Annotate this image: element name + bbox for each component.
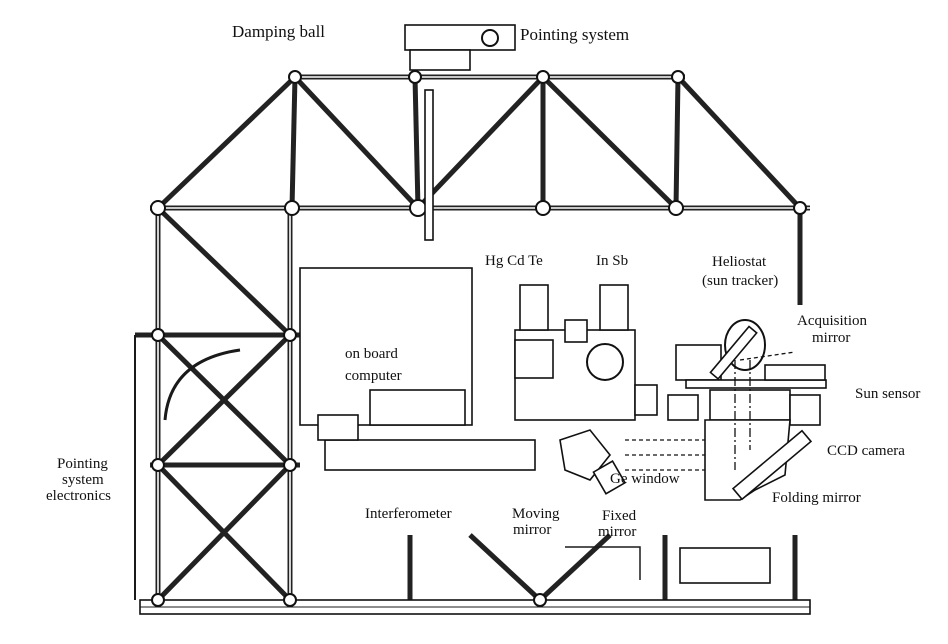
label-on-board: on board xyxy=(345,346,398,362)
label-hgcdte: Hg Cd Te xyxy=(485,253,543,269)
heliostat-drawing xyxy=(667,319,827,501)
insb-detector xyxy=(599,284,629,331)
label-sun-tracker: (sun tracker) xyxy=(702,273,778,289)
label-electronics: electronics xyxy=(46,488,111,504)
label-fixed-mirror: mirror xyxy=(598,524,636,540)
label-acquisition: Acquisition xyxy=(797,313,867,329)
label-heliostat: Heliostat xyxy=(712,254,767,270)
label-interferometer: Interferometer xyxy=(365,506,452,522)
label-system: system xyxy=(62,472,104,488)
label-insb: In Sb xyxy=(596,253,628,269)
label-moving: Moving xyxy=(512,506,560,522)
label-fixed: Fixed xyxy=(602,508,637,524)
label-damping-ball: Damping ball xyxy=(232,22,325,41)
label-folding-mirror: Folding mirror xyxy=(772,490,861,506)
label-ge-window: Ge window xyxy=(610,471,680,487)
label-sun-sensor: Sun sensor xyxy=(855,386,920,402)
label-pointing: Pointing xyxy=(57,456,108,472)
hgcdte-detector xyxy=(519,284,549,331)
label-pointing-system: Pointing system xyxy=(520,25,629,44)
truss-frame xyxy=(134,70,811,615)
interferometer-drawing xyxy=(317,284,715,495)
label-ccd-camera: CCD camera xyxy=(827,443,905,459)
labels: Damping ball Pointing system Hg Cd Te In… xyxy=(46,22,920,540)
label-computer: computer xyxy=(345,368,402,384)
pointing-system-drawing xyxy=(404,24,516,71)
label-moving-mirror: mirror xyxy=(513,522,551,538)
label-acquisition-mirror: mirror xyxy=(812,330,850,346)
